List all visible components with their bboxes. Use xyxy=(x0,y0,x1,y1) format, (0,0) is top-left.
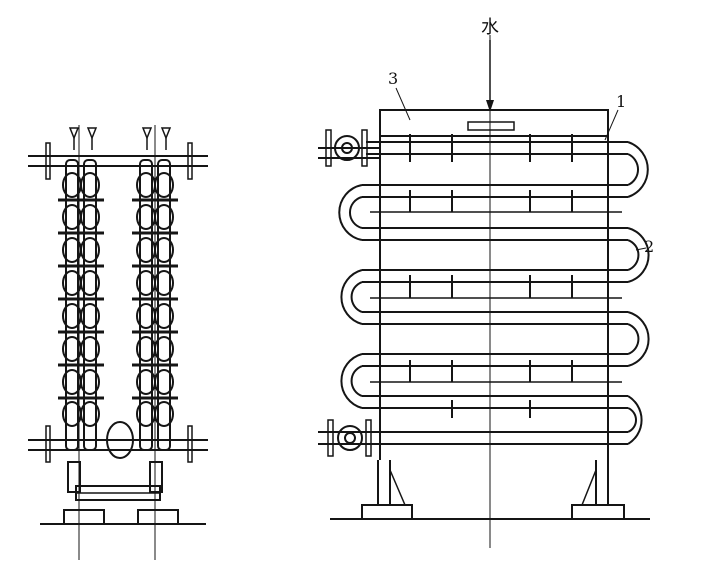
callout-2: 2 xyxy=(644,237,654,256)
side-bottom-header xyxy=(28,421,208,463)
water-inlet-label: 水 xyxy=(481,17,499,38)
front-support-stand xyxy=(330,460,650,520)
top-inlet-flange xyxy=(318,129,380,167)
side-coil-stack-left xyxy=(58,159,104,451)
side-support-stand xyxy=(40,461,206,525)
serpentine-coil xyxy=(338,134,650,445)
side-view xyxy=(28,125,208,560)
water-arrow-icon xyxy=(486,100,494,112)
side-top-header xyxy=(28,127,208,180)
callout-1: 1 xyxy=(616,92,626,111)
bottom-outlet-flange xyxy=(318,419,380,457)
front-view: 水 3 1 2 xyxy=(318,17,654,548)
callout-3: 3 xyxy=(388,69,398,88)
side-coil-stack-right xyxy=(132,159,178,451)
